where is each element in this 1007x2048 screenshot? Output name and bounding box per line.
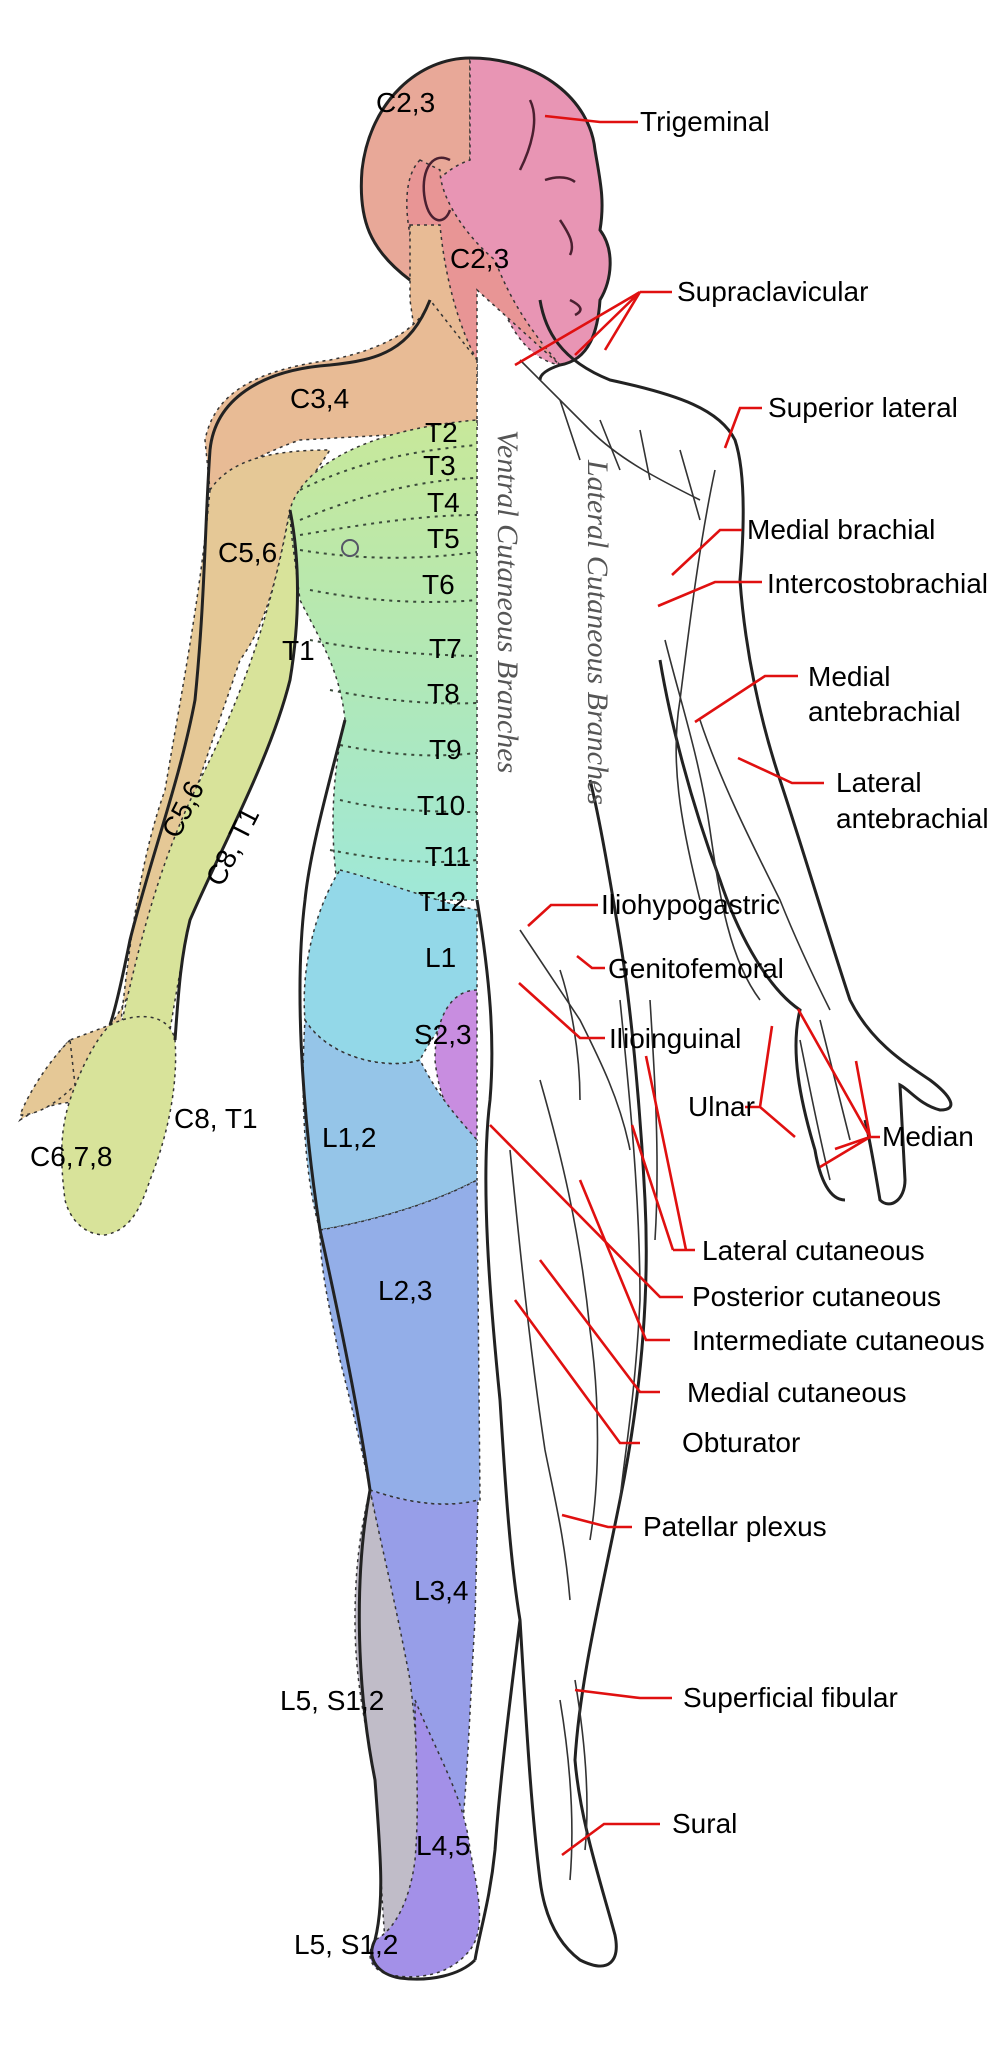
leader-superior-lateral [723, 406, 762, 449]
label-supraclavicular: Supraclavicular [677, 276, 868, 307]
label-iliohypogastric: Iliohypogastric [601, 889, 780, 920]
region-l1 [303, 869, 478, 1065]
label-t3: T3 [423, 450, 456, 481]
leader-intercostobrachial [657, 580, 762, 608]
label-l5s12-lower: L5, S1,2 [294, 1929, 398, 1960]
label-t10: T10 [417, 790, 465, 821]
nipple-icon [341, 539, 360, 557]
label-patellar-plexus: Patellar plexus [643, 1511, 827, 1542]
label-ilioinguinal: Ilioinguinal [609, 1023, 741, 1054]
nerve-branches [509, 359, 851, 1881]
label-posterior-cutaneous: Posterior cutaneous [692, 1281, 941, 1312]
leader-medial-antebrachial [694, 674, 798, 724]
leader-ulnar [745, 1025, 796, 1138]
label-trigeminal: Trigeminal [640, 106, 770, 137]
label-t1: T1 [282, 635, 315, 666]
leader-lateral-cutaneous [630, 1055, 695, 1252]
leader-lateral-antebrachial [737, 756, 824, 785]
label-l34: L3,4 [414, 1575, 469, 1606]
label-t8: T8 [427, 678, 460, 709]
leader-lines [489, 114, 880, 1857]
label-l5s12-upper: L5, S1,2 [280, 1685, 384, 1716]
label-t5: T5 [427, 523, 460, 554]
region-c34 [204, 298, 478, 492]
leader-ilioinguinal [518, 982, 605, 1040]
label-c34: C3,4 [290, 383, 349, 414]
label-genitofemoral: Genitofemoral [608, 953, 784, 984]
leader-intermediate-cutaneous [578, 1179, 670, 1342]
leader-obturator [513, 1299, 640, 1445]
label-sural: Sural [672, 1808, 737, 1839]
label-t12: T12 [418, 886, 466, 917]
body-outline-left [108, 56, 477, 1981]
label-l1: L1 [425, 942, 456, 973]
label-t2: T2 [425, 417, 458, 448]
label-lateral-antebrachial-1: Lateral [836, 767, 922, 798]
label-c23-head: C2,3 [376, 87, 435, 118]
label-c678: C6,7,8 [30, 1141, 113, 1172]
label-t11: T11 [425, 841, 471, 872]
region-l5s12 [354, 1489, 420, 1941]
leader-medial-cutaneous [538, 1259, 660, 1394]
label-t9: T9 [429, 734, 462, 765]
leader-supraclavicular [514, 290, 672, 367]
label-c56-shoulder: C5,6 [218, 537, 277, 568]
label-medial-cutaneous: Medial cutaneous [687, 1377, 906, 1408]
region-thorax [289, 419, 478, 901]
label-l12: L1,2 [322, 1122, 377, 1153]
label-superficial-fibular: Superficial fibular [683, 1682, 898, 1713]
label-obturator: Obturator [682, 1427, 800, 1458]
region-l45 [369, 1699, 481, 1978]
label-c8t1-hand: C8, T1 [174, 1103, 258, 1134]
region-hand [61, 1015, 177, 1236]
thoracic-boundaries [299, 444, 478, 863]
engraved-ventral: Ventral Cutaneous Branches [491, 430, 524, 773]
leader-posterior-cutaneous [489, 1124, 683, 1299]
nerve-labels: Trigeminal Supraclavicular Superior late… [601, 106, 989, 1839]
label-median: Median [882, 1121, 974, 1152]
label-l45: L4,5 [416, 1830, 471, 1861]
region-l12 [302, 1017, 478, 1231]
leader-patellar [561, 1513, 632, 1529]
leader-sural [561, 1822, 660, 1857]
label-t6: T6 [422, 569, 455, 600]
face-details [422, 99, 582, 317]
label-superior-lateral: Superior lateral [768, 392, 958, 423]
label-c23-neck: C2,3 [450, 243, 509, 274]
label-intercostobrachial: Intercostobrachial [767, 568, 988, 599]
label-t4: T4 [427, 487, 460, 518]
leader-trigeminal [544, 114, 638, 124]
leader-iliohypogastric [527, 903, 598, 927]
leader-genitofemoral [576, 954, 605, 970]
engraved-lateral: Lateral Cutaneous Branches [581, 459, 614, 805]
label-s23: S2,3 [414, 1019, 472, 1050]
label-medial-brachial: Medial brachial [747, 514, 935, 545]
leader-medial-brachial [671, 528, 742, 576]
region-c8t1-arm [119, 509, 299, 1031]
label-medial-antebrachial-2: antebrachial [808, 696, 961, 727]
leader-median [796, 1008, 880, 1169]
leader-superficial-fibular [574, 1688, 672, 1700]
label-intermediate-cutaneous: Intermediate cutaneous [692, 1325, 985, 1356]
label-medial-antebrachial-1: Medial [808, 661, 890, 692]
region-thumb [18, 1038, 76, 1116]
label-ulnar: Ulnar [688, 1091, 755, 1122]
label-lateral-cutaneous: Lateral cutaneous [702, 1235, 925, 1266]
label-l23: L2,3 [378, 1275, 433, 1306]
ear-icon [422, 156, 452, 222]
dermatome-labels: C2,3 C2,3 C3,4 T2 T3 T4 T5 C5,6 T6 T1 T7… [30, 87, 509, 1960]
label-lateral-antebrachial-2: antebrachial [836, 803, 989, 834]
label-t7: T7 [429, 633, 462, 664]
